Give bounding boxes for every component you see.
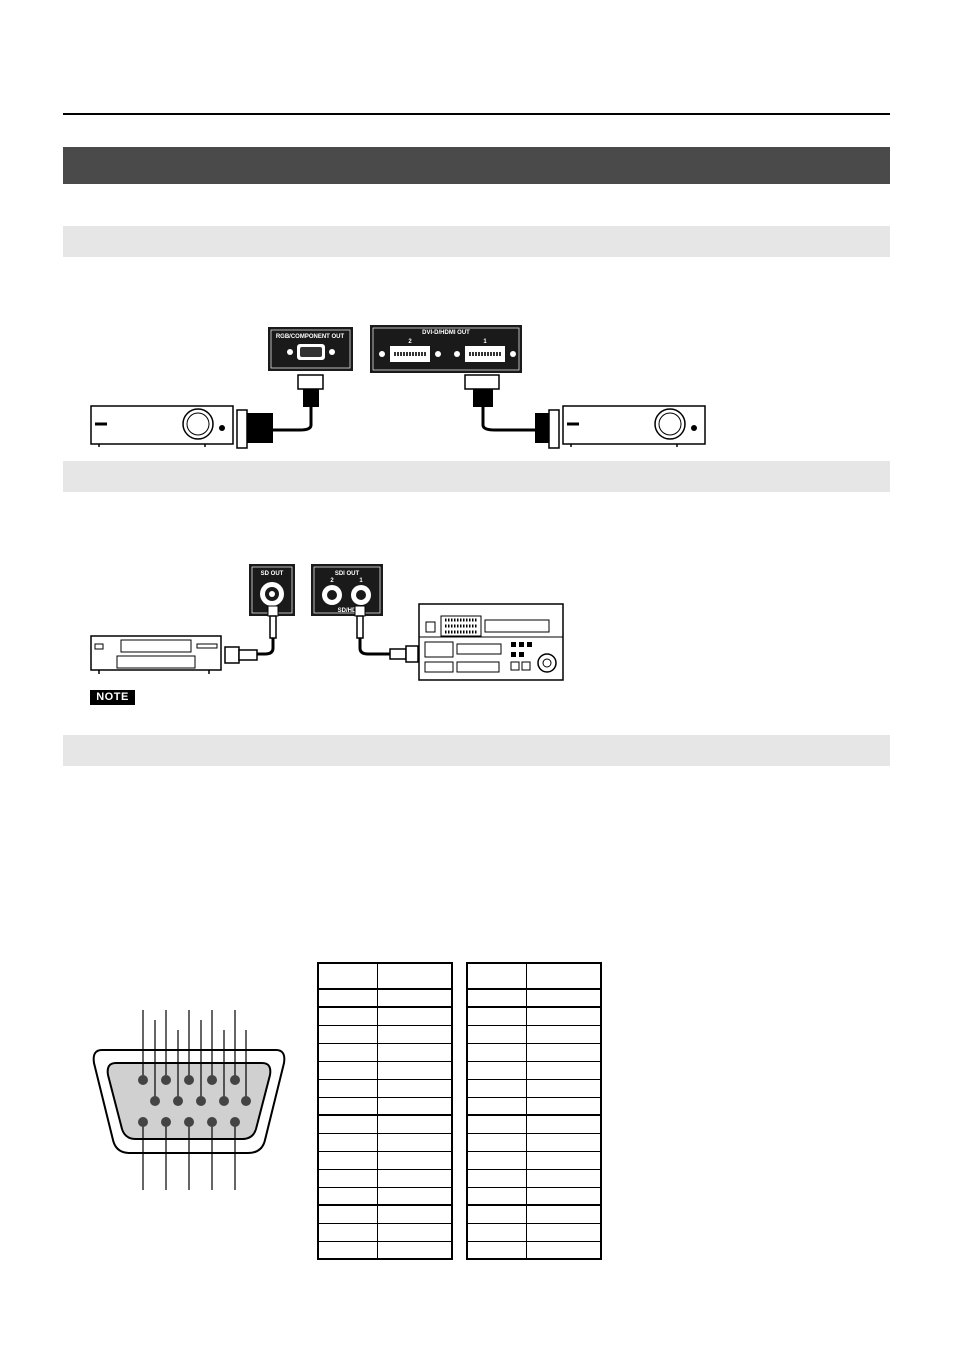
rgb-dvi-connection-diagram: RGB/COMPONENT OUT DVI-D/HDMI OUT 2 1 xyxy=(90,325,706,449)
header-rule xyxy=(63,113,890,115)
section-banner xyxy=(63,147,890,184)
rgb-panel-label: RGB/COMPONENT OUT xyxy=(276,334,345,340)
pin-table-right xyxy=(466,962,602,1260)
right-vtr-bnc xyxy=(389,645,419,663)
sd-cable xyxy=(257,638,275,656)
dvi-plug xyxy=(464,374,500,425)
sd-bnc-plug xyxy=(267,605,279,639)
dvi-cable xyxy=(481,424,535,432)
rgb-component-out-panel: RGB/COMPONENT OUT xyxy=(268,327,353,371)
dvi-port-1-label: 1 xyxy=(483,339,487,345)
sdi-cable xyxy=(358,638,390,656)
left-projector xyxy=(90,405,234,447)
sdi-panel-label: SDI OUT xyxy=(335,571,360,577)
dvi-panel-label: DVI-D/HDMI OUT xyxy=(422,330,470,336)
pin-table-left xyxy=(317,962,453,1260)
subsection-band-1 xyxy=(63,226,890,257)
pin-row-2 xyxy=(150,1096,251,1106)
connector-face xyxy=(106,1062,272,1140)
pin-leader-lines-top xyxy=(142,1010,247,1101)
sdi-port-2-label: 2 xyxy=(330,578,334,584)
sd-panel-label: SD OUT xyxy=(261,571,284,577)
sdi-sublabel: SD/HD xyxy=(338,608,357,614)
sdi-bnc-plug xyxy=(354,605,366,639)
pin-leader-lines-bottom xyxy=(142,1122,236,1190)
dvi-port-2-label: 2 xyxy=(408,339,412,345)
right-projector-plug xyxy=(535,409,560,449)
right-pro-vtr xyxy=(418,603,564,681)
rgb-cable xyxy=(273,424,313,432)
note-badge: NOTE xyxy=(90,690,135,705)
left-vtr-bnc xyxy=(224,646,258,664)
pin-row-1 xyxy=(138,1075,240,1085)
hd15-connector-diagram xyxy=(92,1010,286,1190)
sdi-out-panel: SDI OUT 2 1 SD/HD xyxy=(311,564,383,616)
right-projector xyxy=(562,405,706,447)
dvi-hdmi-out-panel: DVI-D/HDMI OUT 2 1 xyxy=(370,325,522,373)
left-vtr-deck xyxy=(90,635,222,674)
sdi-port-1-label: 1 xyxy=(359,578,363,584)
subsection-band-3 xyxy=(63,735,890,766)
sdi-connection-diagram: SD OUT SDI OUT 2 1 SD/HD xyxy=(90,564,564,681)
pin-row-3 xyxy=(138,1117,240,1127)
subsection-band-2 xyxy=(63,461,890,492)
left-projector-plug xyxy=(236,409,273,449)
rgb-plug xyxy=(297,374,324,425)
